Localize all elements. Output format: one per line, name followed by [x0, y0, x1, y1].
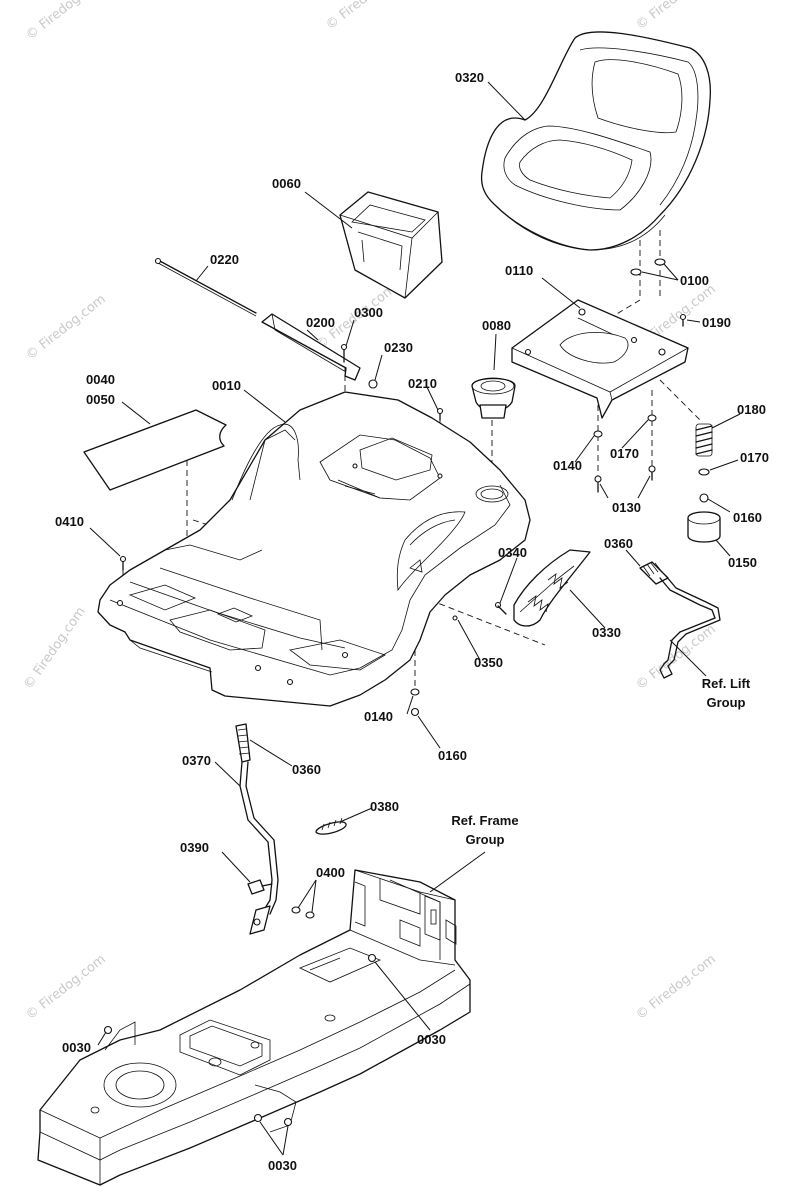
- callout-0050: 0050: [86, 392, 115, 407]
- watermark-top-center: © Firedog.com: [323, 0, 408, 33]
- callout-0140-upper: 0140: [553, 458, 582, 473]
- rod-part: [154, 257, 257, 317]
- callout-0320: 0320: [455, 70, 484, 85]
- seat-part: [480, 31, 711, 251]
- callout-0030-bottom: 0030: [268, 1158, 297, 1173]
- spring-link-part: [247, 817, 347, 919]
- callout-0180: 0180: [737, 402, 766, 417]
- leader-lines: [89, 81, 741, 1156]
- height-plate-part: [494, 549, 591, 627]
- callout-0220: 0220: [210, 252, 239, 267]
- watermark-top-right: © Firedog.com: [633, 0, 718, 33]
- callout-0170-mid: 0170: [610, 446, 639, 461]
- callout-0010: 0010: [212, 378, 241, 393]
- fender-body-part: [97, 391, 531, 707]
- callout-0040: 0040: [86, 372, 115, 387]
- callout-0110: 0110: [505, 263, 533, 278]
- callout-0100: 0100: [680, 273, 709, 288]
- callout-0370: 0370: [182, 753, 211, 768]
- callout-0360-lower: 0360: [292, 762, 321, 777]
- bracket-part: [261, 313, 378, 389]
- seat-pan-part: [511, 299, 689, 419]
- callout-labels: 0320 0060 0220 0100 0110 0200 0300 0190 …: [55, 70, 769, 1173]
- callout-0140-lower: 0140: [364, 709, 393, 724]
- callout-0130: 0130: [612, 500, 641, 515]
- callout-0380: 0380: [370, 799, 399, 814]
- battery-box-part: [339, 191, 443, 299]
- callout-0160-lower: 0160: [438, 748, 467, 763]
- callout-0210: 0210: [408, 376, 437, 391]
- watermark-top-left: © Firedog.com: [23, 0, 108, 43]
- callout-0030-left: 0030: [62, 1040, 91, 1055]
- adjust-knob-part: [471, 377, 516, 419]
- callout-0060: 0060: [272, 176, 301, 191]
- ref-lift-group-line2: Group: [707, 695, 746, 710]
- spring-assembly-part: [687, 423, 721, 543]
- callout-0410: 0410: [55, 514, 84, 529]
- ref-frame-group-line2: Group: [466, 832, 505, 847]
- callout-0150: 0150: [728, 555, 757, 570]
- callout-0190: 0190: [702, 315, 731, 330]
- ref-frame-group-line1: Ref. Frame: [451, 813, 518, 828]
- seat-hardware: [593, 258, 687, 493]
- decal-part: [83, 409, 227, 491]
- watermark-left-lower: © Firedog.com: [23, 952, 108, 1023]
- ref-lift-group-line1: Ref. Lift: [702, 676, 751, 691]
- callout-0080: 0080: [482, 318, 511, 333]
- frame-part: [37, 869, 471, 1186]
- lift-handle-part: [639, 561, 721, 679]
- watermark-left-upper: © Firedog.com: [23, 292, 108, 363]
- callout-0300: 0300: [354, 305, 383, 320]
- shift-lever-part: [235, 723, 279, 935]
- watermark-right-lower: © Firedog.com: [633, 952, 718, 1023]
- callout-0170-right: 0170: [740, 450, 769, 465]
- watermark-left-mid: © Firedog.com: [21, 604, 89, 692]
- callout-0030-center: 0030: [417, 1032, 446, 1047]
- callout-0360-upper: 0360: [604, 536, 633, 551]
- callout-0390: 0390: [180, 840, 209, 855]
- callout-0230: 0230: [384, 340, 413, 355]
- callout-0200: 0200: [306, 315, 335, 330]
- callout-0400: 0400: [316, 865, 345, 880]
- callout-0350: 0350: [474, 655, 503, 670]
- callout-0340: 0340: [498, 545, 527, 560]
- callout-0330: 0330: [592, 625, 621, 640]
- callout-0160-right: 0160: [733, 510, 762, 525]
- body-hardware: [410, 615, 458, 717]
